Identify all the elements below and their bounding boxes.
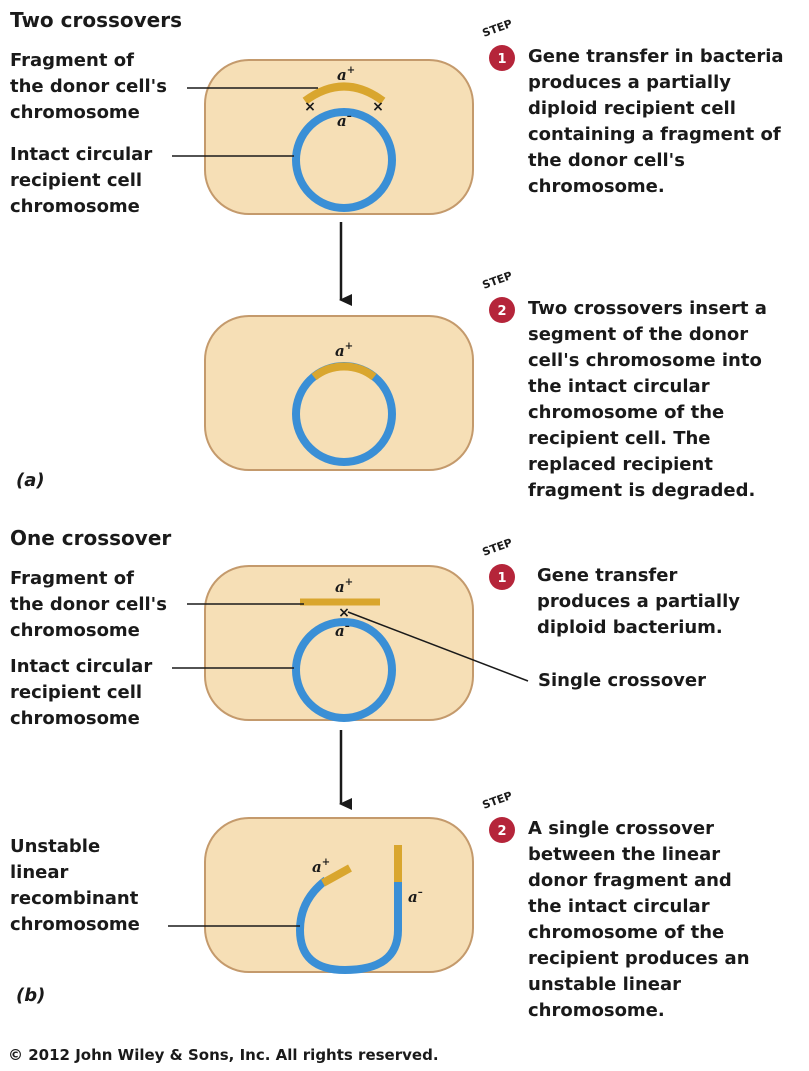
label-line: chromosome <box>10 706 152 732</box>
step1-text-b: Gene transfer produces a partially diplo… <box>537 563 740 641</box>
svg-text:2: 2 <box>497 304 506 319</box>
label-line: Fragment of <box>10 48 167 74</box>
panel-b-title: One crossover <box>10 526 171 550</box>
step-line: diploid recipient cell <box>528 96 784 122</box>
svg-text:STEP: STEP <box>481 789 515 812</box>
step-line: chromosome. <box>528 174 784 200</box>
cell-a2 <box>205 316 473 470</box>
cell-b2 <box>205 818 473 972</box>
panel-label-b: (b) <box>16 985 45 1006</box>
step-line: chromosome of the <box>528 400 767 426</box>
step-badge-b1: 1 STEP <box>481 536 515 590</box>
step-line: segment of the donor <box>528 322 767 348</box>
label-line: Fragment of <box>10 566 167 592</box>
label-line: chromosome <box>10 194 152 220</box>
step1-text-a: Gene transfer in bacteria produces a par… <box>528 44 784 200</box>
step-line: recipient cell. The <box>528 426 767 452</box>
label-line: chromosome <box>10 100 167 126</box>
step-line: cell's chromosome into <box>528 348 767 374</box>
step-line: Two crossovers insert a <box>528 296 767 322</box>
panel-a-title: Two crossovers <box>10 8 182 32</box>
step-line: between the linear <box>528 842 750 868</box>
label-line: the donor cell's <box>10 74 167 100</box>
step-line: donor fragment and <box>528 868 750 894</box>
label-line: recombinant <box>10 886 140 912</box>
step2-text-b: A single crossover between the linear do… <box>528 816 750 1024</box>
step-line: chromosome. <box>528 998 750 1024</box>
crossover-mark-a1-left: × <box>304 99 316 115</box>
panel-label-a: (a) <box>16 470 45 491</box>
step-badge-a2: 2 STEP <box>481 269 515 323</box>
label-line: chromosome <box>10 618 167 644</box>
label-intact-a: Intact circular recipient cell chromosom… <box>10 142 152 220</box>
label-line: Unstable <box>10 834 140 860</box>
label-line: the donor cell's <box>10 592 167 618</box>
step-line: replaced recipient <box>528 452 767 478</box>
svg-text:STEP: STEP <box>481 17 515 40</box>
step-badge-a1: 1 STEP <box>481 17 515 71</box>
step-line: Gene transfer in bacteria <box>528 44 784 70</box>
svg-text:1: 1 <box>497 571 506 586</box>
step2-text-a: Two crossovers insert a segment of the d… <box>528 296 767 504</box>
step-line: produces a partially <box>528 70 784 96</box>
label-line: Intact circular <box>10 142 152 168</box>
step-line: fragment is degraded. <box>528 478 767 504</box>
svg-text:STEP: STEP <box>481 536 515 559</box>
label-fragment-a: Fragment of the donor cell's chromosome <box>10 48 167 126</box>
step-line: containing a fragment of <box>528 122 784 148</box>
label-line: Intact circular <box>10 654 152 680</box>
step-line: A single crossover <box>528 816 750 842</box>
label-line: linear <box>10 860 140 886</box>
step-badge-b2: 2 STEP <box>481 789 515 843</box>
copyright-notice: © 2012 John Wiley & Sons, Inc. All right… <box>8 1046 439 1064</box>
label-line: recipient cell <box>10 680 152 706</box>
step-line: Gene transfer <box>537 563 740 589</box>
label-single-crossover: Single crossover <box>538 668 706 694</box>
step-line: the intact circular <box>528 894 750 920</box>
svg-text:2: 2 <box>497 824 506 839</box>
step-line: diploid bacterium. <box>537 615 740 641</box>
label-fragment-b: Fragment of the donor cell's chromosome <box>10 566 167 644</box>
label-line: chromosome <box>10 912 140 938</box>
step-line: the donor cell's <box>528 148 784 174</box>
label-intact-b: Intact circular recipient cell chromosom… <box>10 654 152 732</box>
step-line: the intact circular <box>528 374 767 400</box>
step-line: produces a partially <box>537 589 740 615</box>
label-unstable: Unstable linear recombinant chromosome <box>10 834 140 938</box>
crossover-mark-b1: × <box>338 605 350 621</box>
crossover-mark-a1-right: × <box>372 99 384 115</box>
step-line: recipient produces an <box>528 946 750 972</box>
svg-text:1: 1 <box>497 52 506 67</box>
svg-text:STEP: STEP <box>481 269 515 292</box>
step-line: unstable linear <box>528 972 750 998</box>
label-line: recipient cell <box>10 168 152 194</box>
step-line: chromosome of the <box>528 920 750 946</box>
